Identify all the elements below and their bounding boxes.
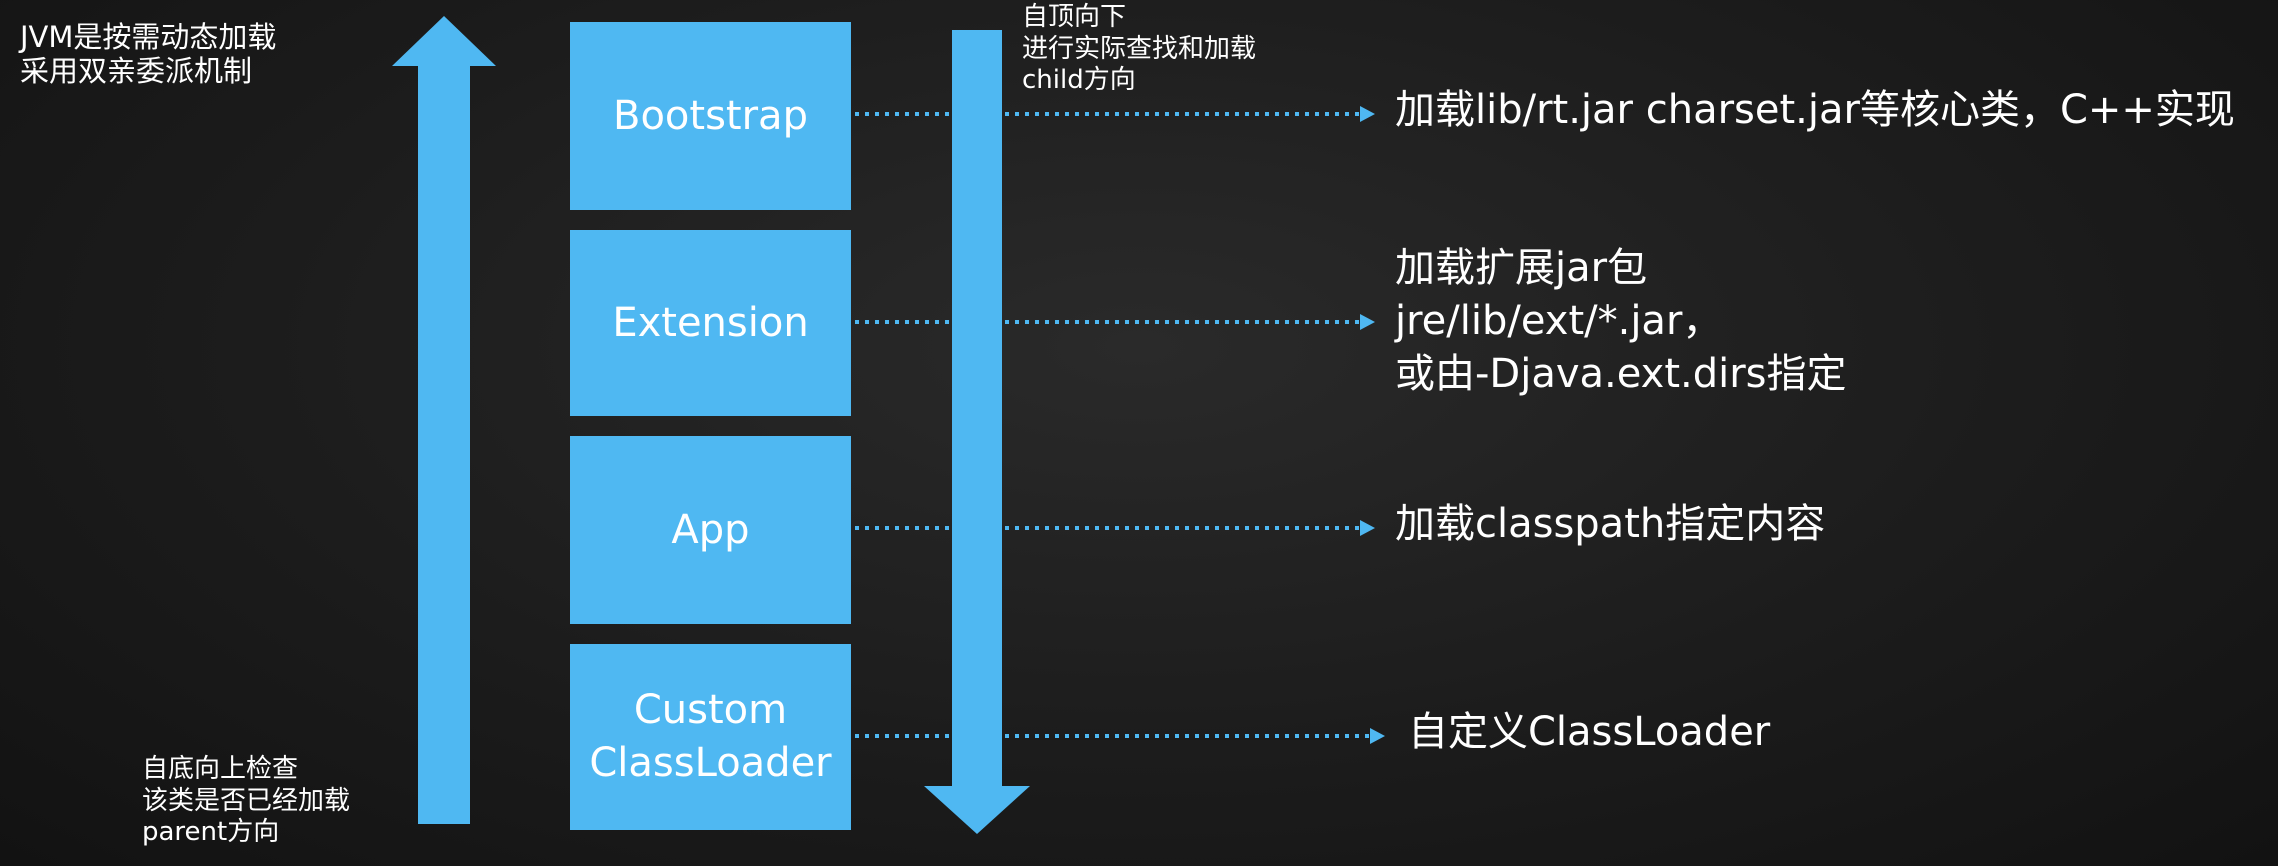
top-right-note-line3: child方向 [1022,65,1136,96]
custom-description-line1: 自定义ClassLoader [1408,709,1771,755]
bootstrap-description: 加载lib/rt.jar charset.jar等核心类，C++实现 [1395,84,2235,137]
top-left-note-line1: JVM是按需动态加载 [20,20,277,54]
top-right-note: 自顶向下 进行实际查找和加载 child方向 [1022,2,1256,97]
top-left-note: JVM是按需动态加载 采用双亲委派机制 [20,20,276,88]
custom-label-line1: Custom [633,687,788,734]
connector-custom [855,728,1385,744]
bottom-left-note: 自底向上检查 该类是否已经加载 parent方向 [142,754,350,849]
bottom-left-note-line3: parent方向 [142,817,280,848]
top-right-note-line2: 进行实际查找和加载 [1022,33,1257,64]
bootstrap-label: Bootstrap [613,92,808,139]
extension-description: 加载扩展jar包 jre/lib/ext/*.jar， 或由-Djava.ext… [1395,242,1847,402]
top-left-note-line2: 采用双亲委派机制 [20,54,253,89]
custom-label-line2: ClassLoader [589,740,832,786]
extension-loader-box: Extension [570,230,851,416]
app-description-line1: 加载classpath指定内容 [1395,501,1826,547]
top-right-note-line1: 自顶向下 [1022,2,1127,32]
extension-description-line1: 加载扩展jar包 [1395,245,1648,291]
connector-bootstrap [855,106,1375,122]
bottom-left-note-line1: 自底向上检查 [142,754,299,784]
bootstrap-loader-box: Bootstrap [570,22,851,210]
custom-description: 自定义ClassLoader [1408,706,1770,759]
bottom-left-note-line2: 该类是否已经加载 [142,785,351,816]
app-description: 加载classpath指定内容 [1395,498,1825,551]
extension-description-line3: 或由-Djava.ext.dirs指定 [1395,351,1847,398]
extension-description-line2: jre/lib/ext/*.jar， [1395,298,1723,345]
bootstrap-description-line1: 加载lib/rt.jar charset.jar等核心类，C++实现 [1395,87,2235,133]
connector-extension [855,314,1375,330]
downward-child-arrow [924,30,1030,834]
app-loader-box: App [570,436,851,624]
app-label: App [671,506,750,553]
connector-app [855,520,1375,536]
custom-loader-box: Custom ClassLoader [570,644,851,830]
upward-parent-arrow [392,16,496,824]
extension-label: Extension [612,299,809,346]
